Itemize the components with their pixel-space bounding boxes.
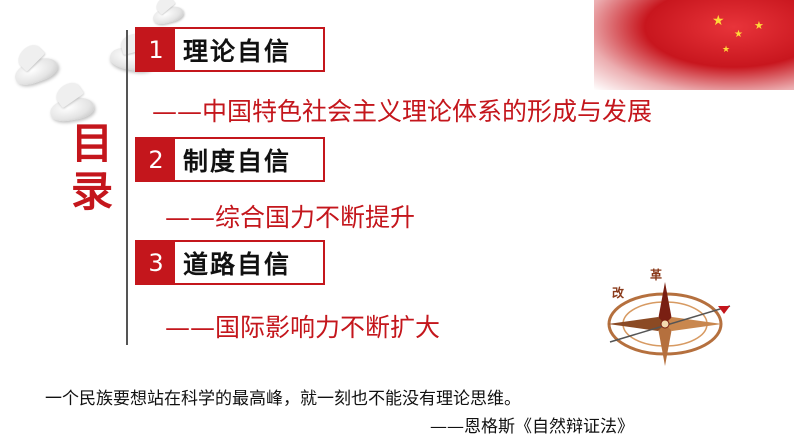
item-subtitle: ——国际影响力不断扩大 <box>165 313 441 342</box>
quote-text: 一个民族要想站在科学的最高峰，就一刻也不能没有理论思维。 <box>45 389 521 409</box>
title-char: 录 <box>70 167 113 217</box>
vertical-divider <box>126 30 128 345</box>
item-number: 2 <box>137 139 175 180</box>
star-icon: ★ <box>754 19 764 32</box>
red-flag-decoration: ★ ★ ★ ★ <box>594 0 794 90</box>
item-subtitle: ——中国特色社会主义理论体系的形成与发展 <box>152 97 653 126</box>
title-char: 目 <box>70 119 113 168</box>
compass-decoration: 改 革 <box>590 262 740 372</box>
star-icon: ★ <box>722 45 731 55</box>
dove-icon <box>11 53 61 89</box>
quote-source: ——恩格斯《自然辩证法》 <box>430 417 634 437</box>
item-label: 制度自信 <box>183 146 292 176</box>
item-number: 1 <box>137 29 175 70</box>
toc-item-3[interactable]: 3 道路自信 <box>135 240 325 285</box>
compass-char: 改 <box>612 286 625 300</box>
star-icon: ★ <box>712 13 725 29</box>
star-icon: ★ <box>734 29 743 40</box>
compass-char: 革 <box>650 268 663 282</box>
item-label: 道路自信 <box>183 249 292 279</box>
toc-item-1[interactable]: 1 理论自信 <box>135 27 325 72</box>
toc-item-2[interactable]: 2 制度自信 <box>135 137 325 182</box>
dove-icon <box>151 3 185 27</box>
item-label: 理论自信 <box>183 36 292 66</box>
compass-icon <box>607 282 731 366</box>
item-number: 3 <box>137 242 175 283</box>
page-title: 目 录 <box>68 119 116 217</box>
item-subtitle: ——综合国力不断提升 <box>165 203 416 232</box>
